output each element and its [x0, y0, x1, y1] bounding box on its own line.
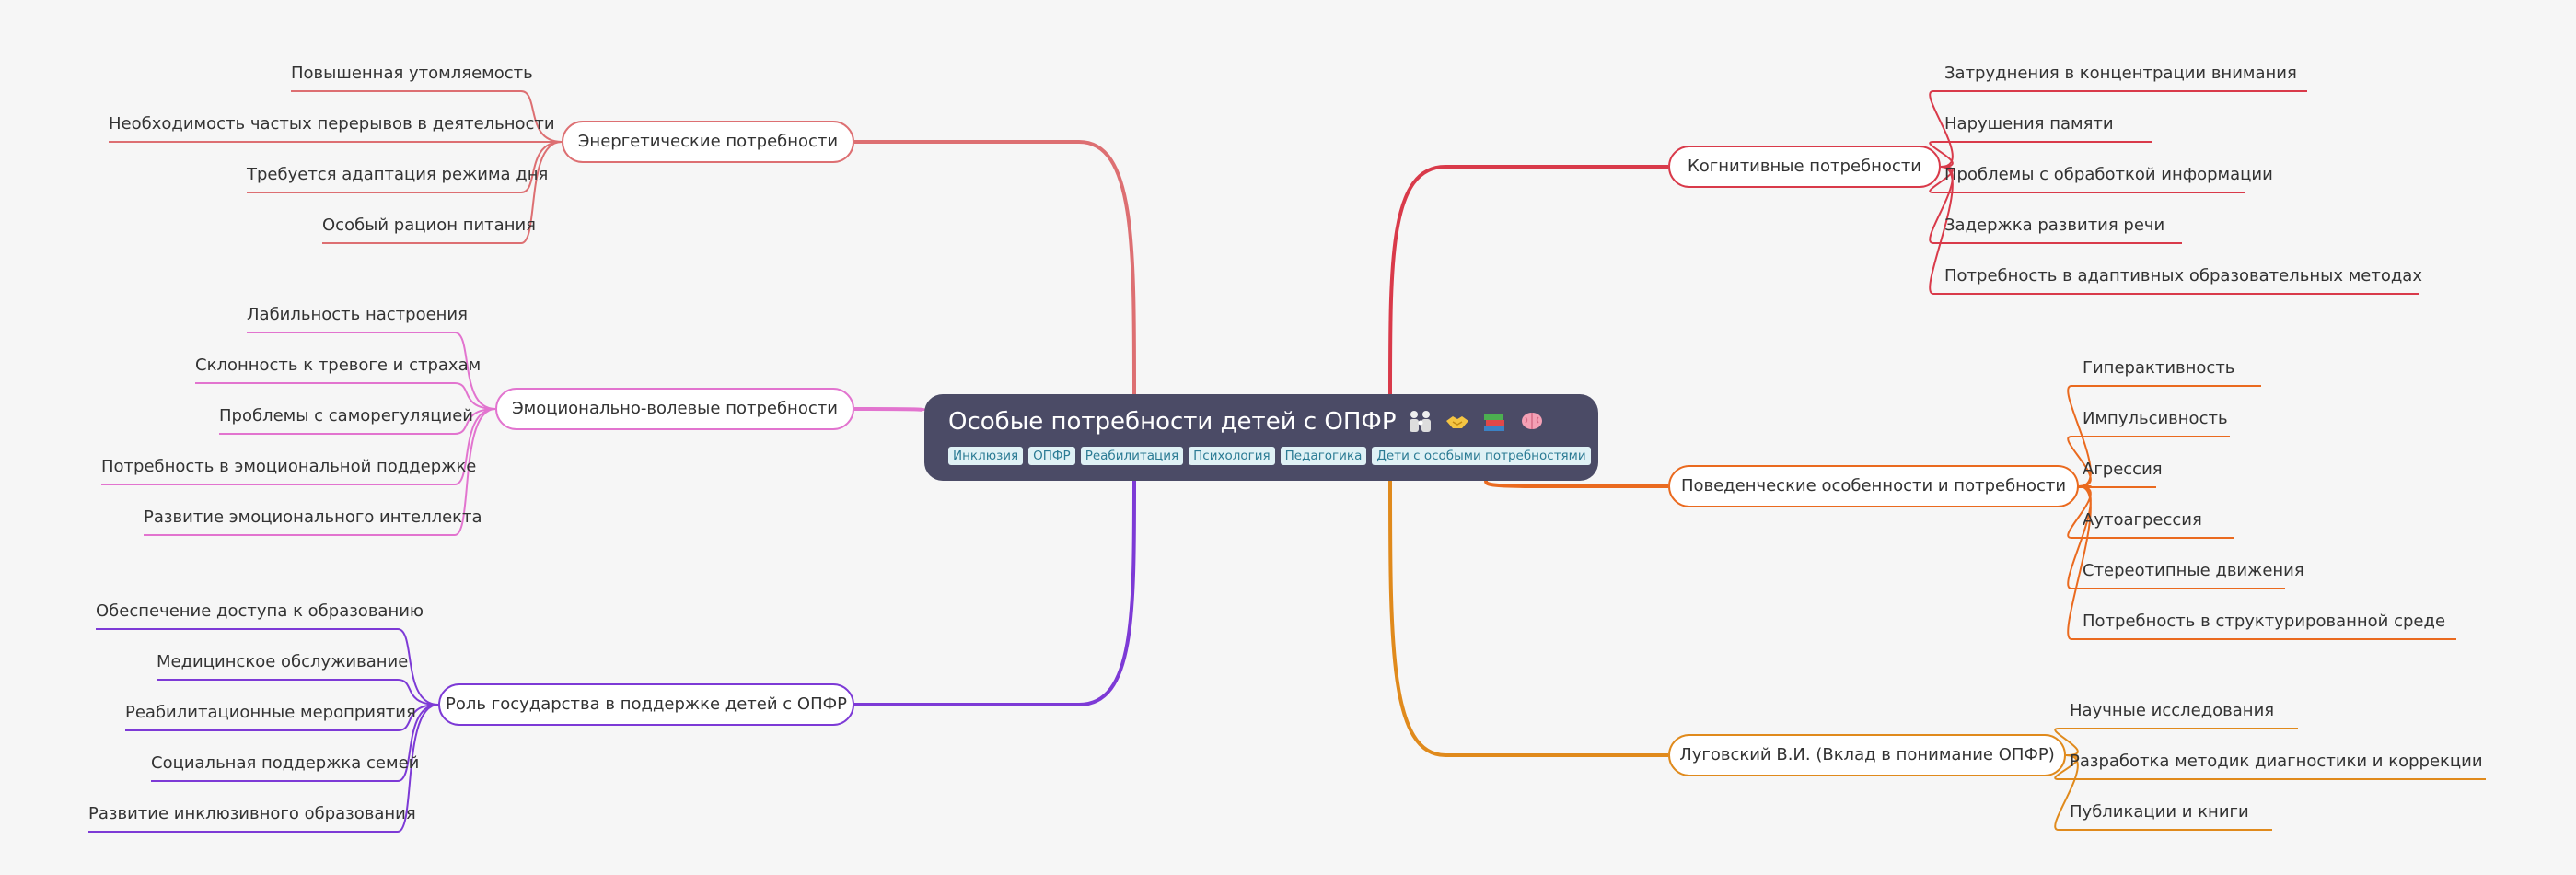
family-icon [1409, 411, 1431, 432]
leaf-connector [2054, 728, 2079, 756]
branch-connector [854, 480, 1136, 706]
tag[interactable]: Психология [1189, 447, 1275, 465]
leaf-item[interactable]: Особый рацион питания [322, 216, 536, 235]
central-topic-title: Особые потребности детей с ОПФР [948, 408, 1397, 436]
leaf-item[interactable]: Разработка методик диагностики и коррекц… [2070, 752, 2483, 771]
leaf-connector [1929, 166, 1954, 295]
branch-connector [854, 407, 926, 413]
leaf-item[interactable]: Медицинское обслуживание [157, 652, 409, 671]
leaf-connector [520, 141, 563, 193]
leaf-connector [520, 90, 563, 143]
leaf-connector [397, 679, 439, 706]
brain-icon [1521, 413, 1542, 429]
books-icon [1484, 414, 1505, 431]
leaf-connector [454, 332, 496, 410]
leaf-item[interactable]: Проблемы с саморегуляцией [219, 406, 473, 426]
leaf-item[interactable]: Повышенная утомляемость [291, 64, 533, 83]
leaf-connector [2054, 754, 2079, 780]
leaf-connector [1929, 141, 1954, 168]
leaf-item[interactable]: Научные исследования [2070, 701, 2275, 720]
leaf-item[interactable]: Потребность в эмоциональной поддержке [101, 457, 477, 476]
leaf-item[interactable]: Стереотипные движения [2083, 561, 2304, 580]
leaf-connector [397, 704, 439, 833]
leaf-item[interactable]: Лабильность настроения [247, 305, 468, 324]
leaf-connector [397, 704, 439, 782]
leaf-connector [1929, 90, 1954, 168]
leaf-item[interactable]: Потребность в адаптивных образовательных… [1944, 266, 2422, 286]
branch-connector [1484, 480, 1668, 488]
tag[interactable]: ОПФР [1028, 447, 1075, 465]
leaf-connector [520, 141, 563, 244]
leaf-item[interactable]: Развитие эмоционального интеллекта [144, 508, 482, 527]
leaf-item[interactable]: Публикации и книги [2070, 802, 2249, 822]
branch-behavior[interactable]: Поведенческие особенности и потребности [1668, 465, 2079, 508]
leaf-item[interactable]: Затруднения в концентрации внимания [1944, 64, 2297, 83]
leaf-connector [2067, 485, 2092, 640]
leaf-item[interactable]: Обеспечение доступа к образованию [96, 601, 424, 621]
central-topic[interactable]: Особые потребности детей с ОПФР [924, 394, 1598, 481]
branch-connector [1388, 480, 1668, 757]
branch-energy[interactable]: Энергетические потребности [562, 121, 854, 163]
leaf-connector [454, 408, 496, 485]
leaf-item[interactable]: Необходимость частых перерывов в деятель… [109, 114, 555, 134]
branch-lugovsky[interactable]: Луговский В.И. (Вклад в понимание ОПФР) [1668, 734, 2066, 776]
tag[interactable]: Инклюзия [948, 447, 1024, 465]
leaf-connector [2067, 436, 2092, 487]
leaf-item[interactable]: Проблемы с обработкой информации [1944, 165, 2273, 184]
branch-connector [854, 140, 1136, 395]
leaf-item[interactable]: Нарушения памяти [1944, 114, 2114, 134]
leaf-item[interactable]: Требуется адаптация режима дня [247, 165, 549, 184]
leaf-item[interactable]: Агрессия [2083, 460, 2163, 479]
leaf-connector [454, 408, 496, 536]
leaf-connector [454, 382, 496, 410]
tag[interactable]: Педагогика [1280, 447, 1367, 465]
tag[interactable]: Дети с особыми потребностями [1372, 447, 1591, 465]
leaf-item[interactable]: Гиперактивность [2083, 358, 2235, 378]
handshake-icon [1446, 416, 1469, 428]
branch-state[interactable]: Роль государства в поддержке детей с ОПФ… [438, 683, 854, 726]
leaf-item[interactable]: Задержка развития речи [1944, 216, 2165, 235]
leaf-item[interactable]: Социальная поддержка семей [151, 753, 420, 773]
leaf-connector [2054, 754, 2079, 831]
leaf-item[interactable]: Реабилитационные мероприятия [125, 703, 416, 722]
branch-connector [1388, 165, 1668, 395]
leaf-connector [454, 408, 496, 435]
branch-cognitive[interactable]: Когнитивные потребности [1668, 146, 1941, 188]
leaf-item[interactable]: Импульсивность [2083, 409, 2228, 428]
leaf-connector [1929, 166, 1954, 193]
tag[interactable]: Реабилитация [1080, 447, 1184, 465]
branch-emotional[interactable]: Эмоционально-волевые потребности [495, 388, 854, 430]
leaf-item[interactable]: Аутоагрессия [2083, 510, 2202, 530]
leaf-item[interactable]: Склонность к тревоге и страхам [195, 356, 482, 375]
leaf-connector [397, 704, 439, 731]
leaf-connector [397, 628, 439, 706]
leaf-item[interactable]: Развитие инклюзивного образования [88, 804, 416, 823]
leaf-item[interactable]: Потребность в структурированной среде [2083, 612, 2446, 631]
